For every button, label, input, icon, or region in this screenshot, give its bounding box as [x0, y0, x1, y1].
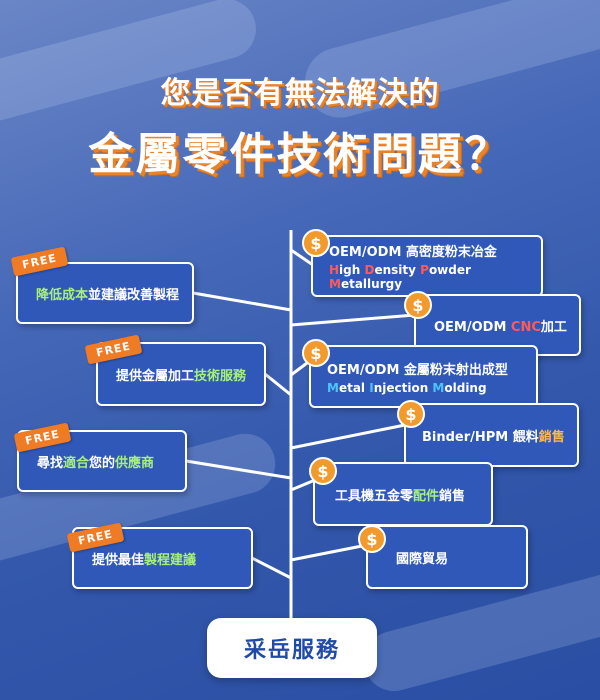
- label-segment: etallurgy: [340, 277, 403, 291]
- label-segment: etal: [338, 380, 370, 395]
- label-segment: 銷售: [538, 429, 565, 445]
- product-box-trade: 國際貿易: [366, 525, 528, 589]
- label-segment: Binder/HPM 餵料: [422, 429, 539, 445]
- box-label: 降低成本並建議改善製程: [36, 284, 192, 303]
- label-segment: 適合: [63, 455, 90, 471]
- service-box-tech-service: 提供金屬加工技術服務: [96, 342, 266, 406]
- dollar-icon: $: [397, 400, 425, 428]
- label-segment: 提供最佳: [92, 552, 145, 568]
- dollar-icon: $: [358, 525, 386, 553]
- box-label: Binder/HPM 餵料銷售: [422, 426, 577, 445]
- headline-line-1: 您是否有無法解決的: [160, 76, 440, 111]
- label-segment: M: [327, 380, 339, 395]
- label-segment: 技術服務: [194, 368, 247, 384]
- product-box-powder-metallurgy: OEM/ODM 高密度粉末冶金 High Density Powder Meta…: [311, 235, 543, 297]
- label-segment: OEM/ODM 金屬粉末射出成型: [327, 362, 508, 378]
- dollar-icon: $: [302, 229, 330, 257]
- connector-line: [264, 372, 292, 397]
- connector-line: [185, 459, 292, 480]
- label-segment: 並建議改善製程: [88, 287, 180, 303]
- label-segment: 供應商: [115, 455, 155, 471]
- box-sublabel: High Density Powder Metallurgy: [329, 263, 541, 291]
- label-segment: owder: [428, 263, 471, 277]
- label-segment: olding: [444, 380, 487, 395]
- service-box-process-advice: 提供最佳製程建議: [72, 527, 253, 589]
- dollar-icon: $: [302, 339, 330, 367]
- label-segment: H: [329, 263, 340, 277]
- label-segment: M: [432, 380, 445, 395]
- dollar-icon: $: [404, 291, 432, 319]
- label-segment: I: [369, 380, 374, 395]
- box-label: 國際貿易: [384, 548, 526, 567]
- connector-line: [290, 478, 316, 492]
- label-segment: 尋找: [37, 455, 64, 471]
- connector-line: [251, 556, 292, 580]
- label-segment: OEM/ODM: [434, 319, 511, 335]
- label-segment: P: [420, 263, 429, 277]
- box-label: 工具機五金零配件銷售: [331, 485, 491, 504]
- box-label: 提供最佳製程建議: [92, 549, 251, 568]
- product-box-hardware: 工具機五金零配件銷售: [313, 462, 493, 526]
- connector-line: [290, 248, 314, 267]
- label-segment: 國際貿易: [396, 551, 449, 567]
- service-box-cost-reduction: 降低成本並建議改善製程: [16, 262, 194, 324]
- product-box-feedstock: Binder/HPM 餵料銷售: [404, 403, 579, 467]
- box-label: 尋找適合您的供應商: [37, 452, 185, 471]
- label-segment: OEM/ODM 高密度粉末冶金: [329, 245, 497, 260]
- label-segment: 提供金屬加工: [116, 368, 195, 384]
- connector-line: [290, 313, 416, 327]
- box-label: OEM/ODM 高密度粉末冶金: [329, 241, 541, 260]
- headline-line-2: 金屬零件技術問題？: [88, 129, 512, 180]
- box-sublabel: Metal Injection Molding: [327, 381, 536, 395]
- connector-line: [290, 543, 368, 562]
- box-label: 提供金屬加工技術服務: [116, 365, 264, 384]
- label-segment: D: [364, 263, 375, 277]
- label-segment: ensity: [374, 263, 421, 277]
- label-segment: igh: [339, 263, 365, 277]
- label-segment: 銷售: [439, 488, 466, 504]
- label-segment: 降低成本: [36, 287, 89, 303]
- label-segment: 您的: [89, 455, 116, 471]
- label-segment: 工具機五金零: [335, 488, 414, 504]
- label-segment: njection: [373, 380, 433, 395]
- dollar-icon: $: [309, 457, 337, 485]
- box-label: OEM/ODM CNC加工: [432, 316, 567, 335]
- label-segment: M: [329, 277, 341, 291]
- service-label: 采岳服務: [207, 618, 377, 678]
- label-segment: CNC: [510, 319, 541, 335]
- connector-line: [192, 291, 292, 312]
- label-segment: 加工: [540, 319, 567, 335]
- box-label: OEM/ODM 金屬粉末射出成型: [327, 359, 536, 378]
- label-segment: 製程建議: [144, 552, 197, 568]
- connector-line: [290, 423, 406, 450]
- product-box-mim: OEM/ODM 金屬粉末射出成型 Metal Injection Molding: [309, 345, 538, 408]
- label-segment: 配件: [413, 488, 440, 504]
